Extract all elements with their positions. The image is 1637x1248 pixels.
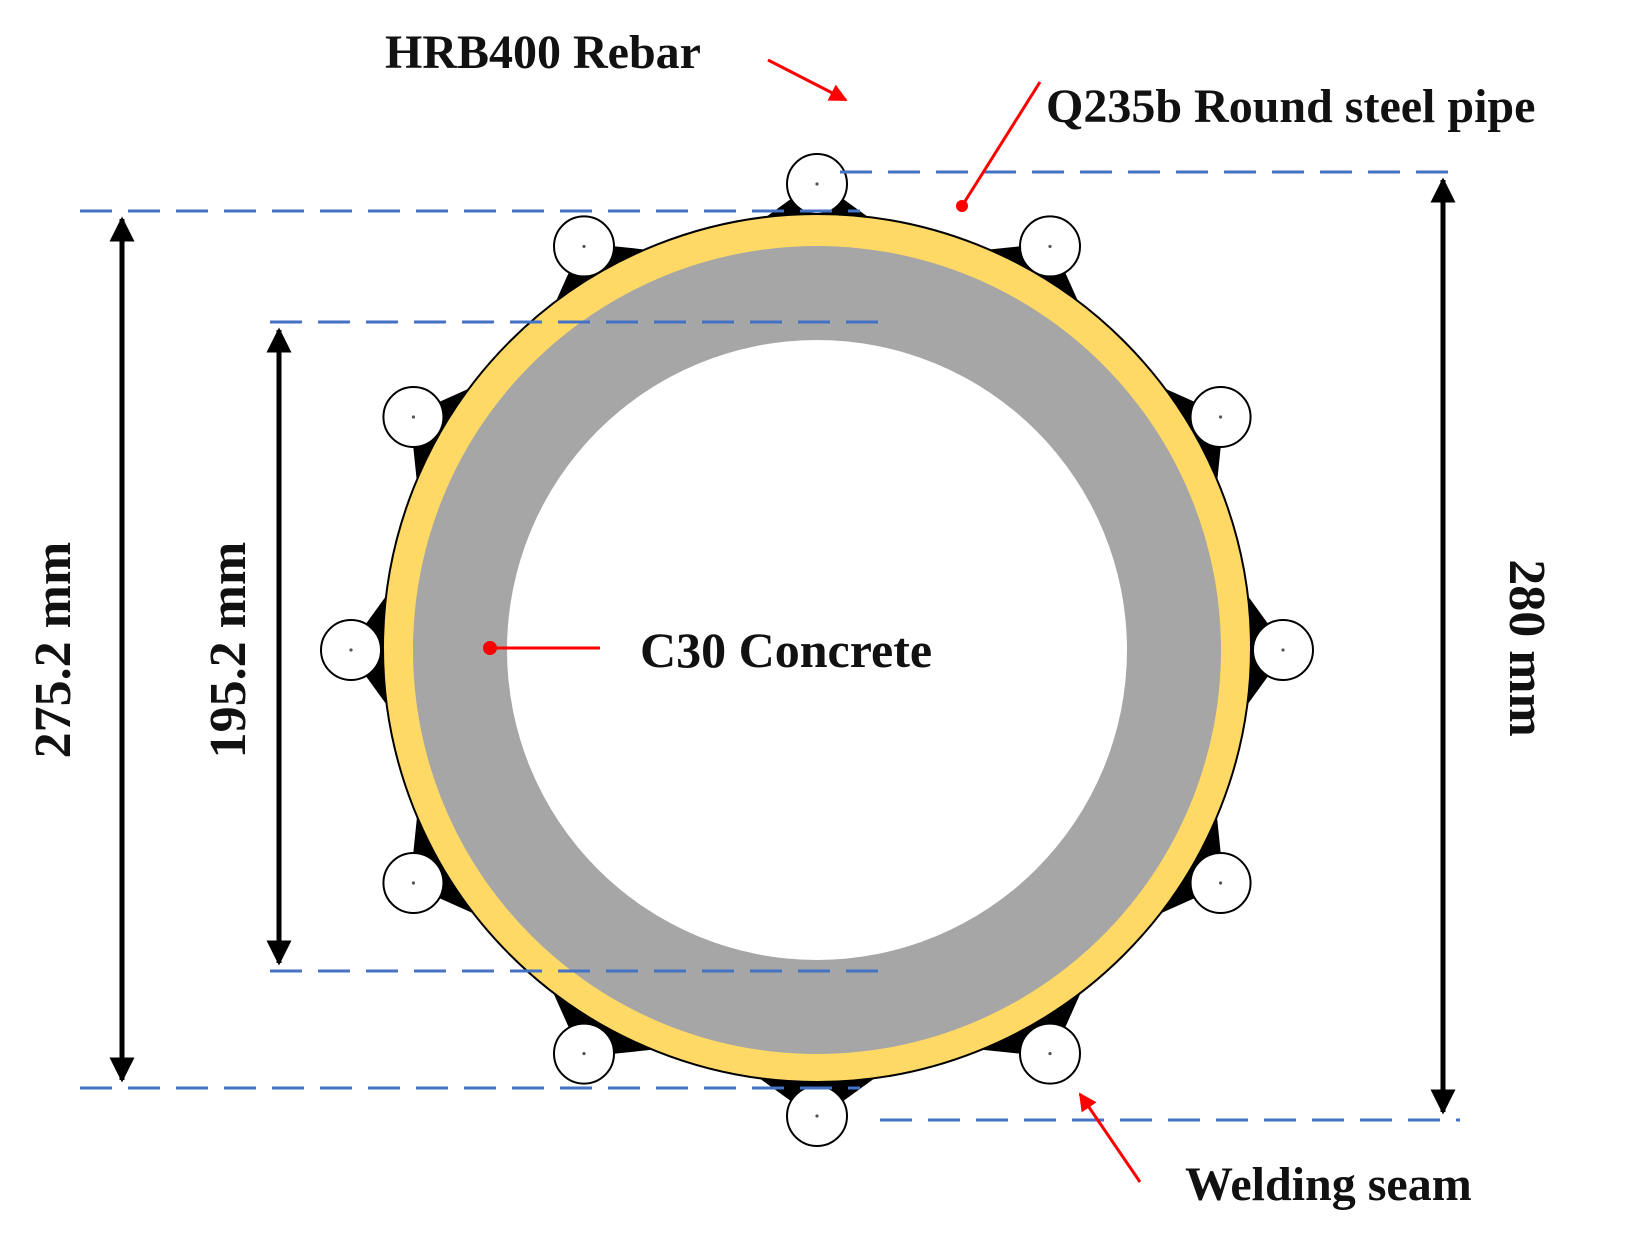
dimension-label-mid: 275.2 mm <box>25 542 82 759</box>
weld-pointer-arrow <box>1078 1092 1142 1183</box>
dimension-label-inner: 195.2 mm <box>200 542 257 759</box>
rebar-center-dot <box>582 1051 586 1056</box>
rebar-center-dot <box>1048 1051 1052 1056</box>
rebar-center-dot <box>349 648 353 652</box>
concrete-pointer-dot <box>483 641 497 655</box>
pipe-label: Q235b Round steel pipe <box>1046 80 1535 133</box>
rebar-center-dot <box>1281 648 1285 652</box>
concrete-label: C30 Concrete <box>640 622 932 678</box>
rebar-center-dot <box>1218 881 1223 885</box>
rebar-center-dot <box>1218 415 1223 419</box>
weld-label: Welding seam <box>1185 1158 1472 1211</box>
hollow-core <box>507 340 1127 960</box>
rebar-label: HRB400 Rebar <box>385 26 701 79</box>
rebar-pointer-arrow <box>767 58 848 102</box>
rebar-center-dot <box>411 881 416 885</box>
rebar-center-dot <box>582 244 586 249</box>
dimension-label-outer: 280 mm <box>1498 559 1555 737</box>
rebar-center-dot <box>411 415 416 419</box>
rebar-center-dot <box>815 182 819 186</box>
pipe-pointer-line <box>960 81 1042 207</box>
rebar-center-dot <box>1048 244 1052 249</box>
pipe-pointer-dot <box>956 200 968 212</box>
rebar-center-dot <box>815 1114 819 1118</box>
